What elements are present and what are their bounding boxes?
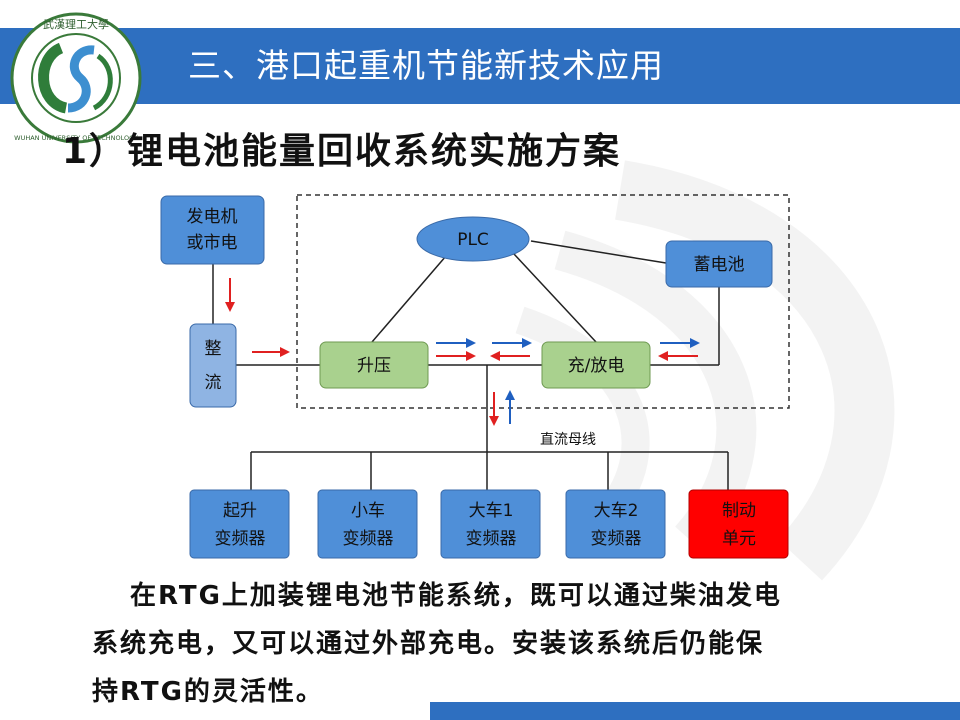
brake-label-line2: 单元	[722, 529, 756, 549]
gantry1-inverter-box: 大车1 变频器	[440, 489, 541, 559]
logo-ring-text: WUHAN UNIVERSITY OF TECHNOLOGY	[14, 134, 138, 142]
header-bar	[0, 28, 960, 104]
slide-subtitle: 1）锂电池能量回收系统实施方案	[62, 131, 622, 172]
description-paragraph: 在RTG上加装锂电池节能系统，既可以通过柴油发电 系统充电，又可以通过外部充电。…	[92, 572, 892, 716]
gantry1-label-line2: 变频器	[466, 529, 517, 549]
plc-node: PLC	[416, 216, 530, 262]
footer-bar	[430, 702, 960, 720]
battery-label: 蓄电池	[694, 255, 745, 275]
charge-discharge-label: 充/放电	[568, 356, 625, 376]
power-flow-arrows	[225, 278, 700, 426]
gantry2-label-line2: 变频器	[591, 529, 642, 549]
header-title: 三、港口起重机节能新技术应用	[188, 46, 664, 85]
plc-label: PLC	[457, 230, 489, 250]
paragraph-line-2: 系统充电，又可以通过外部充电。安装该系统后仍能保	[92, 629, 765, 659]
boost-label: 升压	[357, 356, 391, 376]
university-logo: 武漢理工大學 WUHAN UNIVERSITY OF TECHNOLOGY	[10, 12, 142, 144]
paragraph-line-3: 持RTG的灵活性。	[92, 677, 324, 707]
paragraph-line-1: 在RTG上加装锂电池节能系统，既可以通过柴油发电	[130, 581, 782, 611]
logo-top-text: 武漢理工大學	[43, 17, 109, 31]
generator-label-line1: 发电机	[187, 207, 238, 227]
rectifier-box: 整 流	[189, 323, 237, 408]
hoist-label-line1: 起升	[223, 501, 257, 521]
gantry1-label-line1: 大车1	[469, 501, 514, 521]
trolley-label-line2: 变频器	[343, 529, 394, 549]
gantry2-inverter-box: 大车2 变频器	[565, 489, 666, 559]
dc-bus-label: 直流母线	[540, 431, 596, 448]
boost-box: 升压	[319, 341, 429, 389]
hoist-label-line2: 变频器	[215, 529, 266, 549]
rectifier-label-line2: 流	[205, 373, 222, 393]
battery-box: 蓄电池	[665, 240, 773, 288]
hoist-inverter-box: 起升 变频器	[189, 489, 290, 559]
generator-label-line2: 或市电	[187, 233, 238, 253]
battery-system-boundary	[296, 194, 790, 409]
brake-unit-box: 制动 单元	[688, 489, 789, 559]
brake-label-line1: 制动	[722, 501, 756, 521]
trolley-inverter-box: 小车 变频器	[317, 489, 418, 559]
connection-lines	[212, 240, 729, 490]
trolley-label-line1: 小车	[351, 501, 385, 521]
generator-box: 发电机 或市电	[160, 195, 265, 265]
rectifier-label-line1: 整	[205, 339, 222, 359]
charge-discharge-box: 充/放电	[541, 341, 651, 389]
gantry2-label-line1: 大车2	[594, 501, 639, 521]
